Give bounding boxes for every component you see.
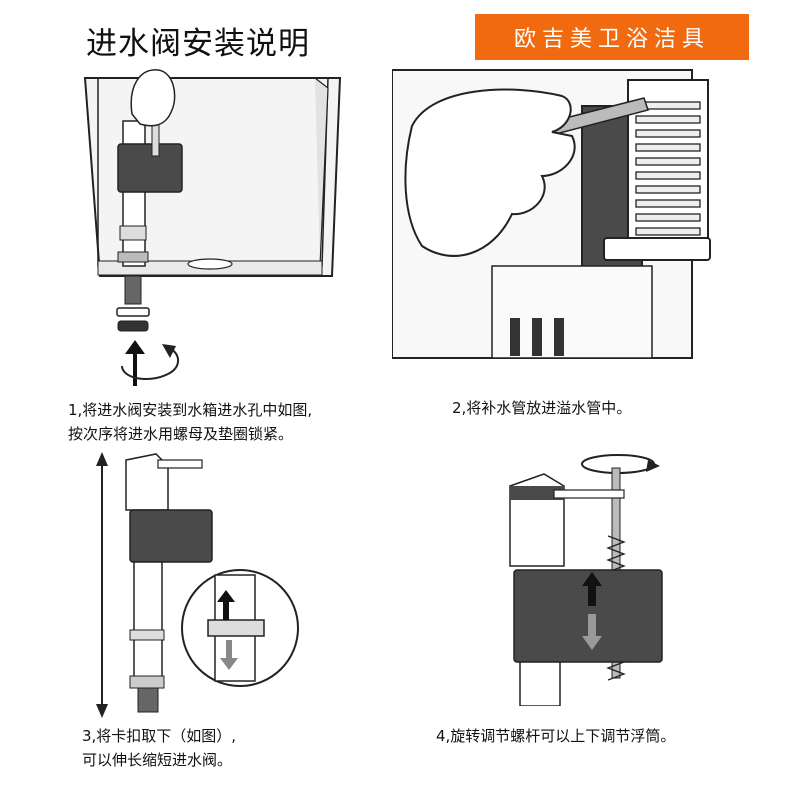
step-4-caption: 4,旋转调节螺杆可以上下调节浮筒。 xyxy=(436,724,675,748)
step-2-line-1: 2,将补水管放进溢水管中。 xyxy=(452,399,632,417)
clip-adjust-drawing xyxy=(96,452,299,718)
step-3-line-2: 可以伸长缩短进水阀。 xyxy=(82,751,233,769)
step-4-line-1: 4,旋转调节螺杆可以上下调节浮筒。 xyxy=(436,727,676,745)
step-2-illustration xyxy=(392,66,722,366)
step-3-illustration xyxy=(90,450,310,720)
step-4-illustration xyxy=(500,446,680,706)
rod-adjust-drawing xyxy=(509,454,663,706)
step-1-line-2: 按次序将进水用螺母及垫圈锁紧。 xyxy=(68,425,294,443)
step-2-caption: 2,将补水管放进溢水管中。 xyxy=(452,396,631,420)
step-3-line-1: 3,将卡扣取下（如图）, xyxy=(82,727,237,745)
tank-install-drawing xyxy=(83,69,342,386)
step-1-line-1: 1,将进水阀安装到水箱进水孔中如图, xyxy=(68,401,313,419)
brand-banner: 欧吉美卫浴洁具 xyxy=(475,14,749,60)
step-1-caption: 1,将进水阀安装到水箱进水孔中如图, 按次序将进水用螺母及垫圈锁紧。 xyxy=(68,398,312,446)
step-3-caption: 3,将卡扣取下（如图）, 可以伸长缩短进水阀。 xyxy=(82,724,236,772)
page-title: 进水阀安装说明 xyxy=(86,26,310,62)
refill-tube-drawing xyxy=(392,69,711,359)
step-1-illustration xyxy=(70,66,360,396)
